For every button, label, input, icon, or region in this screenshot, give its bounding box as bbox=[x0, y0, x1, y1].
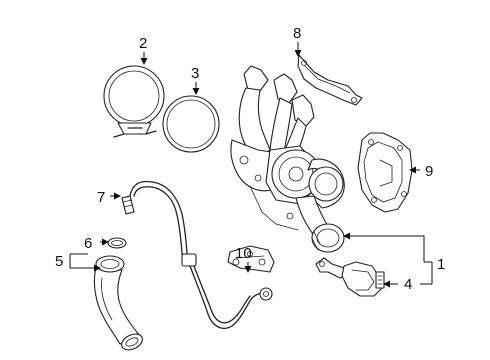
part-1-turbocharger bbox=[230, 65, 345, 253]
part-10-bracket bbox=[227, 245, 275, 273]
callout-9: 9 bbox=[425, 163, 433, 180]
part-5-hose bbox=[93, 255, 143, 351]
part-3-gasket bbox=[162, 95, 220, 153]
callout-1: 1 bbox=[437, 256, 445, 273]
part-7-oil-line bbox=[121, 180, 273, 329]
callout-8: 8 bbox=[293, 25, 301, 42]
callout-10: 10 bbox=[235, 245, 252, 262]
callout-4: 4 bbox=[404, 276, 412, 293]
leader-lines bbox=[69, 42, 433, 288]
part-9-housing-cover bbox=[357, 132, 413, 213]
callout-5: 5 bbox=[55, 253, 63, 270]
callout-7: 7 bbox=[97, 189, 105, 206]
callout-6: 6 bbox=[84, 235, 92, 252]
callout-3: 3 bbox=[191, 65, 199, 82]
part-2-clamp bbox=[103, 65, 165, 138]
part-8-heat-shield bbox=[297, 54, 363, 106]
part-6-o-ring bbox=[107, 237, 127, 249]
callout-2: 2 bbox=[139, 35, 147, 52]
part-4-actuator bbox=[315, 257, 385, 297]
